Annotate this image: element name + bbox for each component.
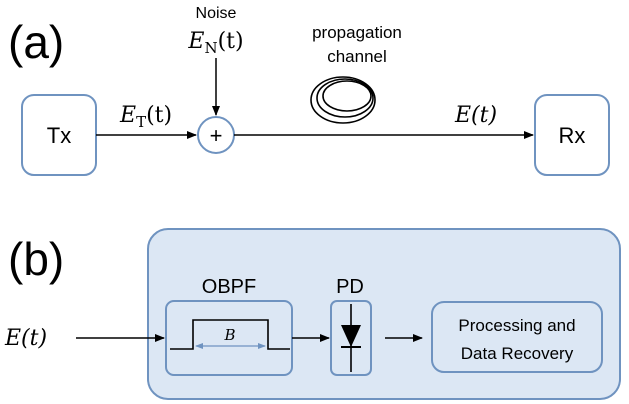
rx-box: [534, 94, 610, 176]
photodiode-icon: [341, 304, 361, 372]
panel-b-label: (b): [8, 233, 64, 285]
noise-label: Noise: [196, 5, 237, 22]
obpf-label: OBPF: [202, 276, 256, 298]
bandwidth-label: B: [223, 326, 235, 344]
processing-box: [431, 301, 603, 373]
output-signal-label: E(t): [454, 103, 497, 128]
panel-a-label: (a): [8, 16, 64, 68]
channel-label-line1: propagation: [312, 23, 402, 42]
adder-symbol: +: [210, 123, 223, 148]
et-label: ET(t): [119, 103, 172, 131]
processing-label-line1: Processing and: [458, 316, 575, 335]
noise-symbol: EN(t): [187, 29, 243, 57]
channel-label-line2: channel: [327, 47, 387, 66]
filter-response-icon: [170, 319, 290, 350]
tx-label: Tx: [47, 123, 71, 148]
pd-label: PD: [336, 276, 364, 298]
processing-label-line2: Data Recovery: [461, 344, 574, 363]
rx-label: Rx: [559, 123, 586, 148]
input-signal-label: E(t): [4, 326, 47, 351]
fiber-coil-icon: [310, 76, 376, 124]
